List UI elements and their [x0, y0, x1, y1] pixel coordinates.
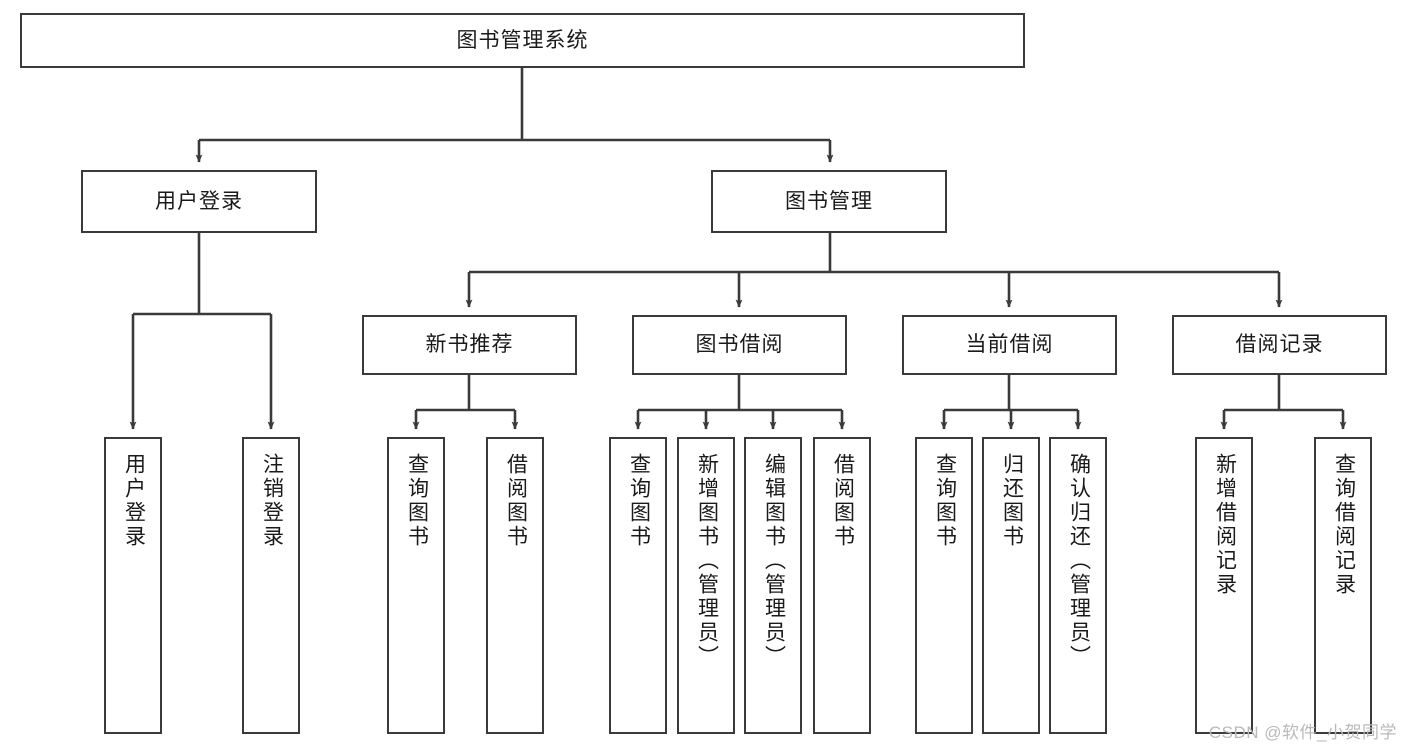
- node-user-login[interactable]: 用户登录: [81, 170, 317, 233]
- node-current-borrow[interactable]: 当前借阅: [902, 315, 1117, 375]
- leaf-user-logout[interactable]: 注销登录: [242, 437, 300, 734]
- node-borrow-record[interactable]: 借阅记录: [1172, 315, 1387, 375]
- leaf-borrow-book-2-label: 借阅图书: [831, 453, 855, 549]
- node-book-borrow-label: 图书借阅: [695, 333, 784, 357]
- leaf-add-record[interactable]: 新增借阅记录: [1195, 437, 1253, 734]
- leaf-query-book-2[interactable]: 查询图书: [609, 437, 667, 734]
- leaf-user-login[interactable]: 用户登录: [104, 437, 162, 734]
- leaf-borrow-book-2[interactable]: 借阅图书: [813, 437, 871, 734]
- leaf-query-book-2-label: 查询图书: [627, 453, 651, 549]
- leaf-edit-book[interactable]: 编辑图书（管理员）: [744, 437, 802, 734]
- node-root[interactable]: 图书管理系统: [20, 13, 1025, 68]
- leaf-user-login-label: 用户登录: [122, 453, 146, 549]
- leaf-borrow-book-1-label: 借阅图书: [504, 453, 528, 549]
- leaf-query-book-3-label: 查询图书: [933, 453, 957, 549]
- node-current-borrow-label: 当前借阅: [965, 333, 1054, 357]
- node-user-login-label: 用户登录: [155, 189, 243, 213]
- node-new-book-recommend[interactable]: 新书推荐: [362, 315, 577, 375]
- leaf-query-record-label: 查询借阅记录: [1332, 453, 1356, 597]
- leaf-query-book-3[interactable]: 查询图书: [915, 437, 973, 734]
- node-borrow-record-label: 借阅记录: [1235, 333, 1324, 357]
- leaf-confirm-return[interactable]: 确认归还（管理员）: [1049, 437, 1107, 734]
- leaf-return-book[interactable]: 归还图书: [982, 437, 1040, 734]
- leaf-query-book-1-label: 查询图书: [405, 453, 429, 549]
- leaf-add-book[interactable]: 新增图书（管理员）: [677, 437, 735, 734]
- node-book-manage-label: 图书管理: [785, 189, 873, 213]
- leaf-query-book-1[interactable]: 查询图书: [387, 437, 445, 734]
- leaf-user-logout-label: 注销登录: [260, 453, 284, 549]
- leaf-query-record[interactable]: 查询借阅记录: [1314, 437, 1372, 734]
- node-root-label: 图书管理系统: [456, 28, 589, 52]
- leaf-return-book-label: 归还图书: [1000, 453, 1024, 549]
- leaf-borrow-book-1[interactable]: 借阅图书: [486, 437, 544, 734]
- leaf-confirm-return-label: 确认归还（管理员）: [1067, 453, 1091, 669]
- leaf-edit-book-label: 编辑图书（管理员）: [762, 453, 786, 669]
- node-book-borrow[interactable]: 图书借阅: [632, 315, 847, 375]
- leaf-add-record-label: 新增借阅记录: [1213, 453, 1237, 597]
- leaf-add-book-label: 新增图书（管理员）: [695, 453, 719, 669]
- node-new-book-recommend-label: 新书推荐: [425, 333, 514, 357]
- node-book-manage[interactable]: 图书管理: [711, 170, 947, 233]
